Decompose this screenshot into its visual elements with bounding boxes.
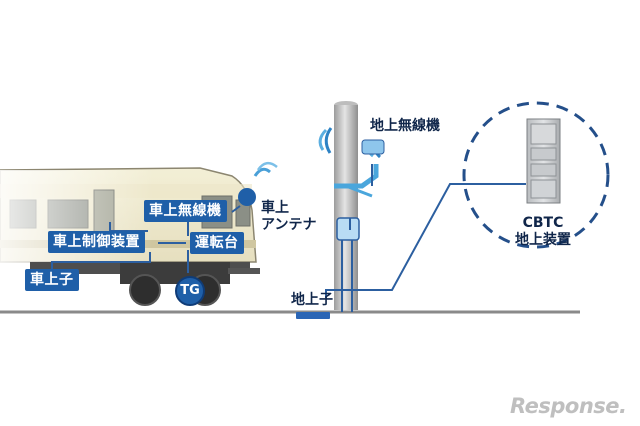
- tg-label: TG: [180, 283, 200, 298]
- cbtc-label-line1: CBTC: [522, 215, 564, 231]
- onboard-antenna: [238, 161, 278, 206]
- wheel: [129, 274, 161, 306]
- wayside-radio-label: 地上無線機: [370, 118, 440, 134]
- response-watermark: Response.: [510, 394, 627, 418]
- wayside-pole: [318, 101, 385, 310]
- onboard-radio-label: 車上無線機: [144, 200, 227, 222]
- cbtc-dashed-circle: [462, 101, 610, 249]
- cbtc-cabinet: [526, 118, 561, 204]
- ground-transponder-marker: [296, 312, 330, 319]
- wayside-radio-box: [336, 217, 360, 241]
- ground-transponder-label: 地上子: [291, 292, 333, 308]
- onboard-transponder-label: 車上子: [25, 269, 79, 291]
- tg-badge: TG: [175, 276, 205, 306]
- onboard-antenna-label-line1: 車上: [261, 200, 289, 216]
- cbtc-label: CBTC 地上装置: [508, 215, 578, 249]
- onboard-antenna-label: 車上 アンテナ: [261, 200, 316, 234]
- cab-label: 運転台: [190, 232, 244, 254]
- onboard-antenna-label-line2: アンテナ: [261, 217, 317, 233]
- cbtc-label-line2: 地上装置: [515, 232, 571, 248]
- antenna-dot-icon: [238, 188, 256, 206]
- onboard-control-label: 車上制御装置: [48, 231, 145, 253]
- wayside-wiring: [325, 164, 526, 312]
